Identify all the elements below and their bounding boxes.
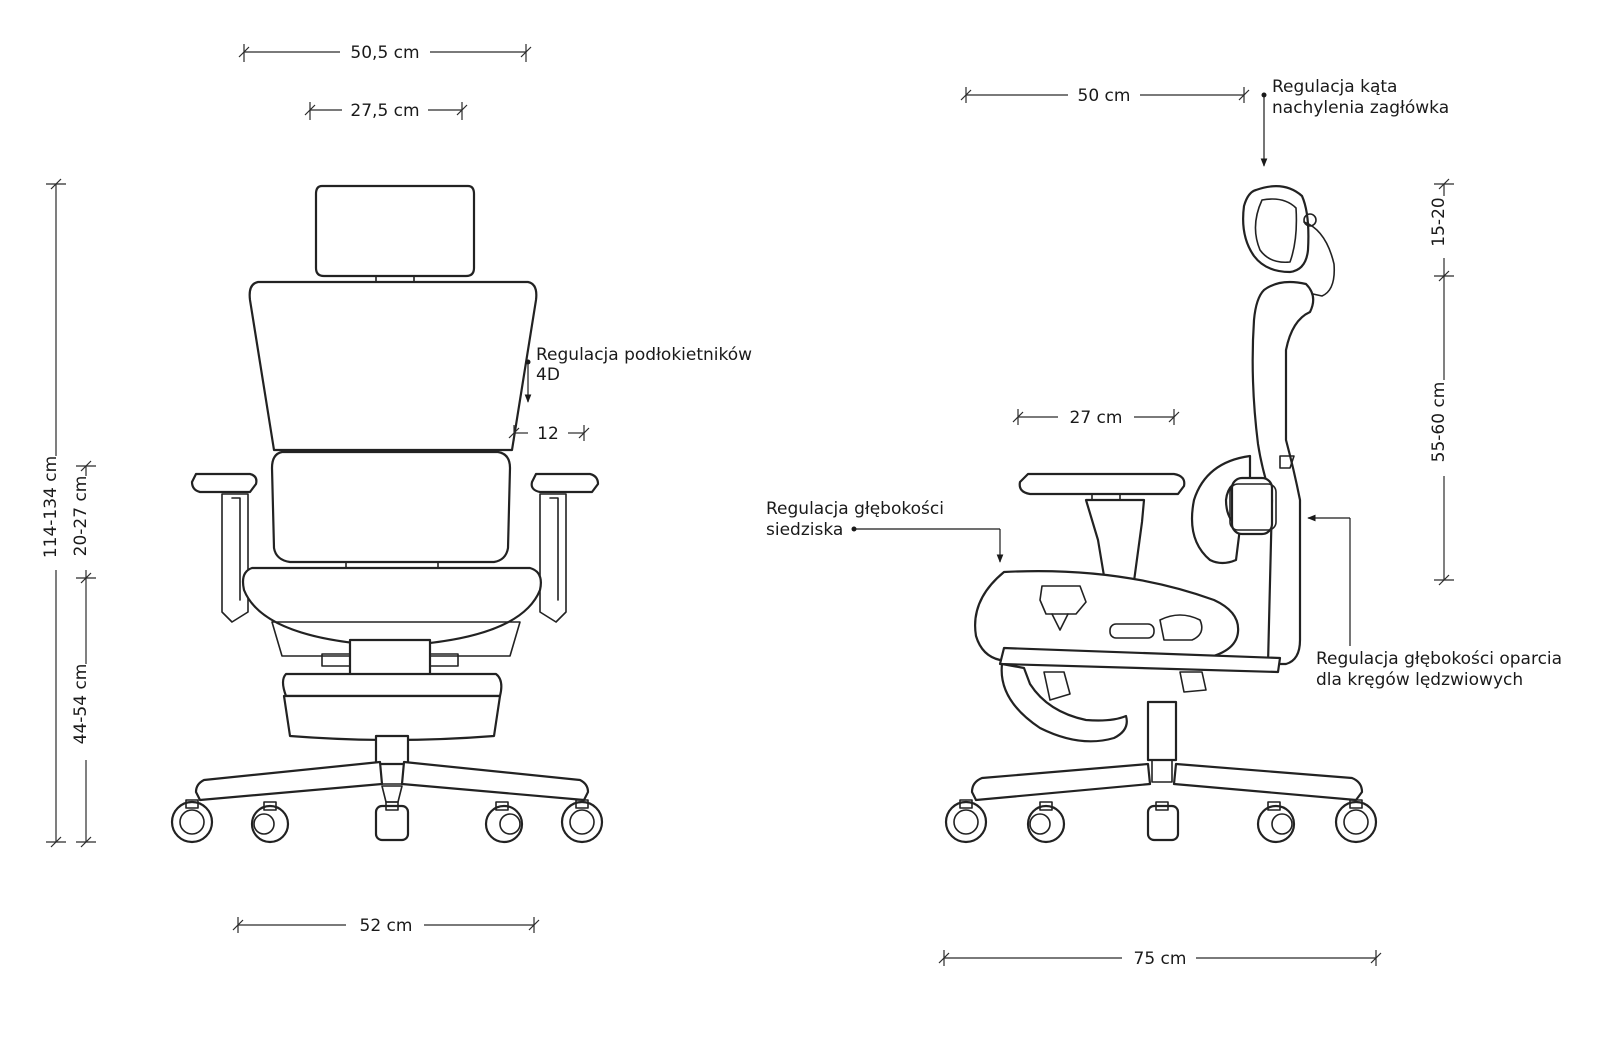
callout-text: dla kręgów lędzwiowych [1316,670,1523,690]
dim-back-height: 55-60 cm [1429,276,1454,586]
dim-label: 15-20 [1429,197,1449,246]
dim-base-width: 52 cm [232,916,540,936]
dim-label: 20-27 cm [71,476,91,557]
dim-depth-top: 50 cm [960,86,1250,106]
callout-text: Regulacja głębokości [766,499,944,519]
dim-seat-height: 44-54 cm [71,578,96,848]
callout-text: Regulacja głębokości oparcia [1316,649,1562,669]
dim-label: 114-134 cm [41,456,61,558]
callout-text: siedziska [766,520,843,540]
dim-total-depth: 75 cm [938,949,1382,969]
front-chair-drawing [170,184,604,844]
seat-depth-callout: Regulacja głębokości siedziska [766,499,1004,563]
side-casters [944,799,1378,844]
dim-headrest-height: 15-20 [1429,178,1454,282]
dim-label: 44-54 cm [71,664,91,745]
front-casters [170,799,604,844]
dim-label: 27,5 cm [350,101,419,121]
dim-total-height: 114-134 cm [41,178,66,848]
dim-label: 75 cm [1134,949,1187,969]
dim-label: 55-60 cm [1429,382,1449,463]
dim-label: 12 [537,424,559,444]
dim-label: 50 cm [1078,86,1131,106]
dim-headrest-width: 27,5 cm [304,101,468,121]
callout-text: 4D [536,365,560,385]
dim-armrest-height: 20-27 cm [71,460,96,584]
dim-armrest-depth: 27 cm [1012,408,1180,428]
dim-total-width: 50,5 cm [238,43,532,63]
callout-text: nachylenia zagłówka [1272,98,1449,118]
headrest-tilt-callout: Regulacja kąta nachylenia zagłówka [1260,77,1449,167]
dim-label: 52 cm [360,916,413,936]
callout-text: Regulacja kąta [1272,77,1397,97]
armrest-adjust-callout: Regulacja podłokietników 4D 12 [508,345,752,444]
dim-label: 50,5 cm [350,43,419,63]
lumbar-depth-callout: Regulacja głębokości oparcia dla kręgów … [1307,514,1562,690]
callout-text: Regulacja podłokietników [536,345,752,365]
side-chair-drawing [944,185,1378,844]
dim-label: 27 cm [1070,408,1123,428]
